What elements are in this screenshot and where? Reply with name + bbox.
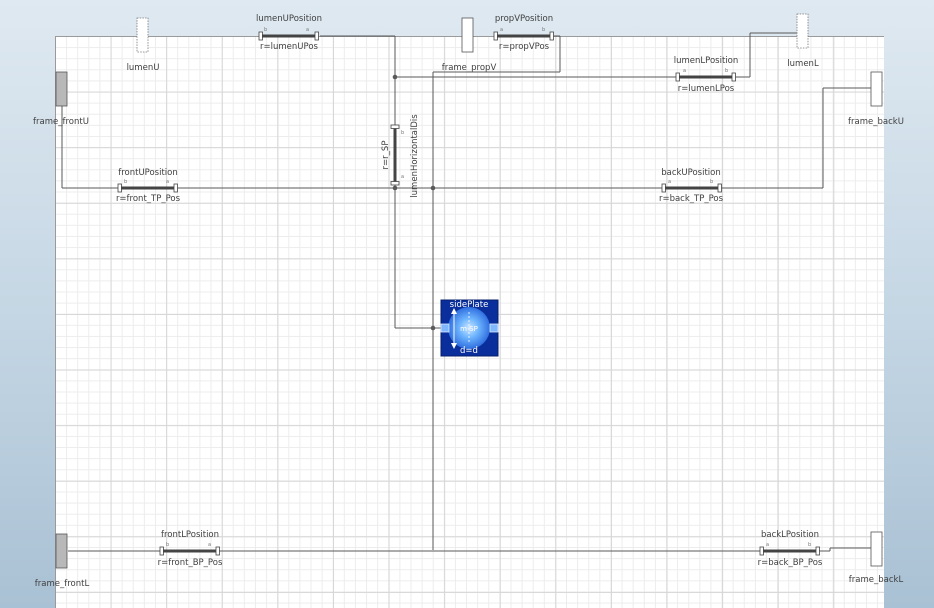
backUPosition-param: r=back_TP_Pos (659, 194, 724, 204)
lumenUPosition-name: lumenUPosition (256, 14, 322, 24)
lumenL-frame[interactable]: lumenL (787, 13, 819, 69)
port-a-label: a (668, 179, 671, 185)
frontUPosition-name: frontUPosition (118, 168, 178, 178)
lumenHorizontalDis-param: r=r_SP (381, 141, 391, 170)
lumenU-frame[interactable]: lumenU (127, 17, 160, 73)
lumenLPosition-param: r=lumenLPos (678, 84, 735, 94)
lumenUPosition-component[interactable]: lumenUPosition b a r=lumenUPos (256, 14, 322, 52)
frame-frontU-label: frame_frontU (33, 117, 89, 127)
propVPosition-param: r=propVPos (499, 42, 550, 52)
frontUPosition-component[interactable]: frontUPosition b a r=front_TP_Pos (116, 168, 181, 204)
frame-propV-label: frame_propV (442, 63, 497, 73)
port-b-label: b (710, 179, 713, 185)
port-b-label: b (166, 542, 169, 548)
port-a-label: a (683, 68, 686, 74)
frame-backU[interactable]: frame_backU (848, 71, 904, 127)
port-a-label: a (306, 27, 309, 33)
lumenUPosition-param: r=lumenUPos (260, 42, 319, 52)
lumenL-label: lumenL (787, 59, 819, 69)
lumenLPosition-name: lumenLPosition (674, 56, 738, 66)
frontUPosition-param: r=front_TP_Pos (116, 194, 181, 204)
port-a-label: a (166, 179, 169, 185)
connection-wires (61, 32, 872, 552)
port-b-label: b (401, 130, 404, 136)
frame-frontL[interactable]: frame_frontL (35, 533, 90, 589)
port-a-label: a (766, 542, 769, 548)
sidePlate-param: d=d (460, 346, 478, 356)
backUPosition-component[interactable]: backUPosition a b r=back_TP_Pos (659, 168, 724, 204)
frame-backL[interactable]: frame_backL (849, 531, 904, 585)
port-a-label: a (208, 542, 211, 548)
lumenHorizontalDis-component[interactable]: b a r=r_SP lumenHorizontalDis (381, 114, 420, 198)
port-a-label: a (500, 27, 503, 33)
port-b-label: b (808, 542, 811, 548)
backLPosition-name: backLPosition (761, 530, 819, 540)
sidePlate-name: sidePlate (450, 300, 489, 310)
port-b-label: b (542, 27, 545, 33)
backLPosition-component[interactable]: backLPosition a b r=back_BP_Pos (758, 530, 823, 568)
backUPosition-name: backUPosition (661, 168, 721, 178)
sidePlate-icon-text: m SP (460, 325, 478, 333)
sidePlate-component[interactable]: sidePlate m SP d=d (440, 299, 499, 357)
port-b-label: b (264, 27, 267, 33)
port-b-label: b (725, 68, 728, 74)
frontLPosition-component[interactable]: frontLPosition b a r=front_BP_Pos (158, 530, 223, 568)
frontLPosition-param: r=front_BP_Pos (158, 558, 223, 568)
frame-backL-label: frame_backL (849, 575, 904, 585)
propVPosition-component[interactable]: propVPosition a b r=propVPos (493, 14, 554, 52)
port-b-label: b (124, 179, 127, 185)
propVPosition-name: propVPosition (495, 14, 553, 24)
frame-frontU[interactable]: frame_frontU (33, 71, 89, 127)
frame-frontL-label: frame_frontL (35, 579, 90, 589)
port-a-label: a (401, 174, 404, 180)
lumenHorizontalDis-name: lumenHorizontalDis (410, 114, 420, 198)
lumenU-label: lumenU (127, 63, 160, 73)
backLPosition-param: r=back_BP_Pos (758, 558, 823, 568)
frame-propV[interactable]: frame_propV (442, 17, 497, 73)
lumenLPosition-component[interactable]: lumenLPosition a b r=lumenLPos (674, 56, 738, 94)
frame-backU-label: frame_backU (848, 117, 904, 127)
frontLPosition-name: frontLPosition (161, 530, 219, 540)
